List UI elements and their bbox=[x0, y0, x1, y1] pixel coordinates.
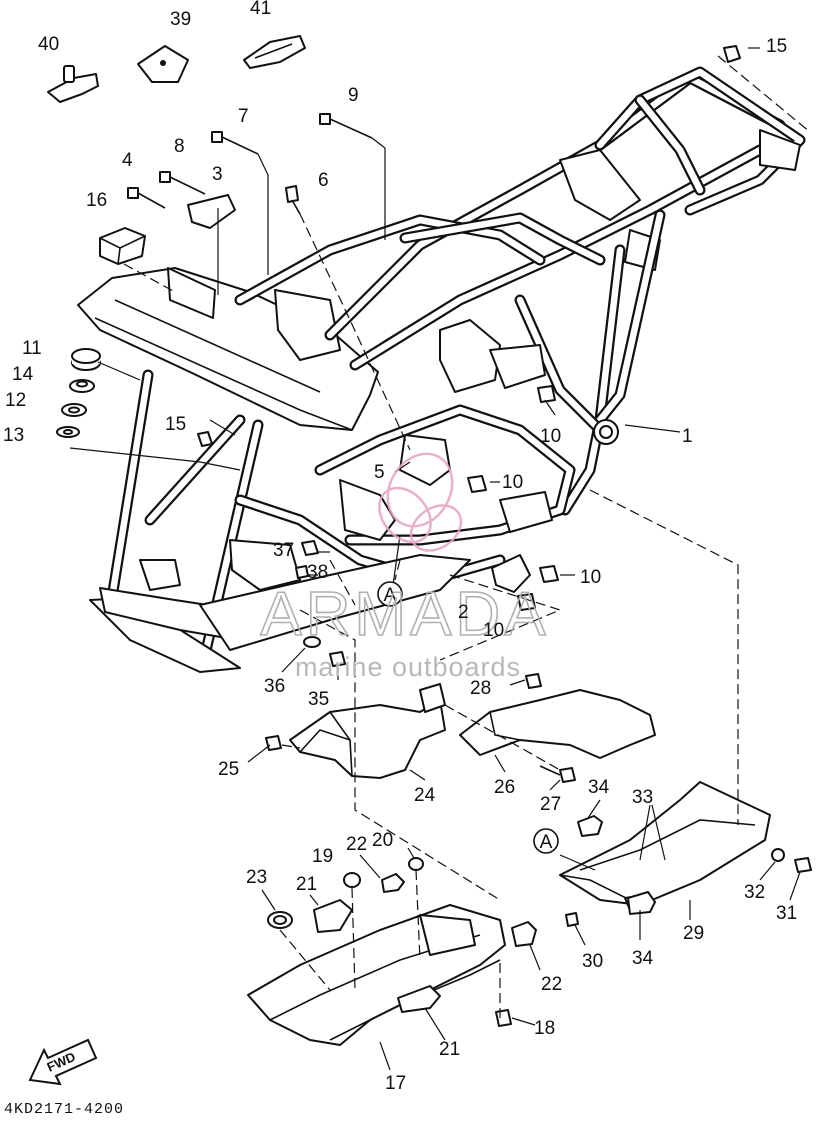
callout-21: 21 bbox=[439, 1039, 460, 1060]
watermark-tagline: marine outboards bbox=[295, 652, 521, 682]
callout-7: 7 bbox=[238, 106, 249, 127]
watermark-brand: ARMADA bbox=[260, 580, 549, 649]
callout-labels: 1 2 3 4 5 6 7 8 9 10 10 10 10 11 12 13 1… bbox=[3, 0, 797, 1094]
callout-40: 40 bbox=[38, 34, 59, 55]
callout-14: 14 bbox=[12, 364, 34, 385]
side-guard-26 bbox=[459, 689, 656, 759]
callout-28: 28 bbox=[470, 678, 491, 699]
callout-29: 29 bbox=[683, 923, 704, 944]
callout-3: 3 bbox=[212, 164, 223, 185]
callout-13: 13 bbox=[3, 425, 24, 446]
callout-30: 30 bbox=[582, 951, 603, 972]
callout-27: 27 bbox=[540, 794, 561, 815]
callout-20: 20 bbox=[372, 830, 393, 851]
callout-32: 32 bbox=[744, 882, 765, 903]
callout-38: 38 bbox=[307, 562, 328, 583]
callout-4: 4 bbox=[122, 150, 133, 171]
guard-panels bbox=[247, 683, 812, 1046]
reference-marker-label: A bbox=[540, 832, 553, 853]
callout-24: 24 bbox=[414, 785, 436, 806]
leader-lines bbox=[69, 47, 811, 1071]
reference-marker-label: A bbox=[384, 585, 397, 606]
callout-17: 17 bbox=[385, 1073, 406, 1094]
watermark-logo-icon bbox=[378, 452, 463, 552]
callout-10: 10 bbox=[502, 472, 523, 493]
callout-21: 21 bbox=[296, 874, 317, 895]
callout-36: 36 bbox=[264, 676, 285, 697]
callout-25: 25 bbox=[218, 759, 239, 780]
side-guard-24 bbox=[289, 699, 446, 779]
callout-10: 10 bbox=[580, 567, 601, 588]
callout-15: 15 bbox=[165, 414, 186, 435]
callout-19: 19 bbox=[312, 846, 333, 867]
callout-22: 22 bbox=[541, 974, 562, 995]
callout-2: 2 bbox=[458, 602, 469, 623]
callout-33: 33 bbox=[632, 787, 653, 808]
callout-16: 16 bbox=[86, 190, 107, 211]
callout-31: 31 bbox=[776, 903, 797, 924]
callout-5: 5 bbox=[374, 462, 385, 483]
callout-1: 1 bbox=[682, 426, 693, 447]
callout-37: 37 bbox=[273, 540, 294, 561]
reference-marker-skid: A bbox=[533, 828, 559, 854]
callout-35: 35 bbox=[308, 689, 329, 710]
callout-12: 12 bbox=[5, 390, 26, 411]
reference-marker-frame: A bbox=[377, 581, 403, 607]
callout-22: 22 bbox=[346, 834, 367, 855]
front-crossmember bbox=[77, 267, 379, 431]
callout-10: 10 bbox=[483, 620, 504, 641]
callout-10: 10 bbox=[540, 426, 561, 447]
callout-6: 6 bbox=[318, 170, 329, 191]
callout-9: 9 bbox=[348, 85, 359, 106]
watermark: ARMADA marine outboards bbox=[260, 452, 549, 682]
part-code: 4KD2171-4200 bbox=[4, 1101, 125, 1118]
callout-15: 15 bbox=[766, 36, 787, 57]
callout-39: 39 bbox=[170, 9, 191, 30]
callout-11: 11 bbox=[22, 338, 42, 359]
skid-plate-29 bbox=[559, 781, 771, 906]
callout-26: 26 bbox=[494, 777, 515, 798]
frame-assembly bbox=[77, 66, 806, 673]
callout-34: 34 bbox=[588, 777, 610, 798]
forward-direction-badge: FWD bbox=[28, 1038, 98, 1086]
callout-8: 8 bbox=[174, 136, 185, 157]
callout-34: 34 bbox=[632, 948, 654, 969]
callout-23: 23 bbox=[246, 867, 267, 888]
callout-18: 18 bbox=[534, 1018, 555, 1039]
hardware-parts bbox=[47, 35, 741, 783]
callout-41: 41 bbox=[250, 0, 271, 19]
